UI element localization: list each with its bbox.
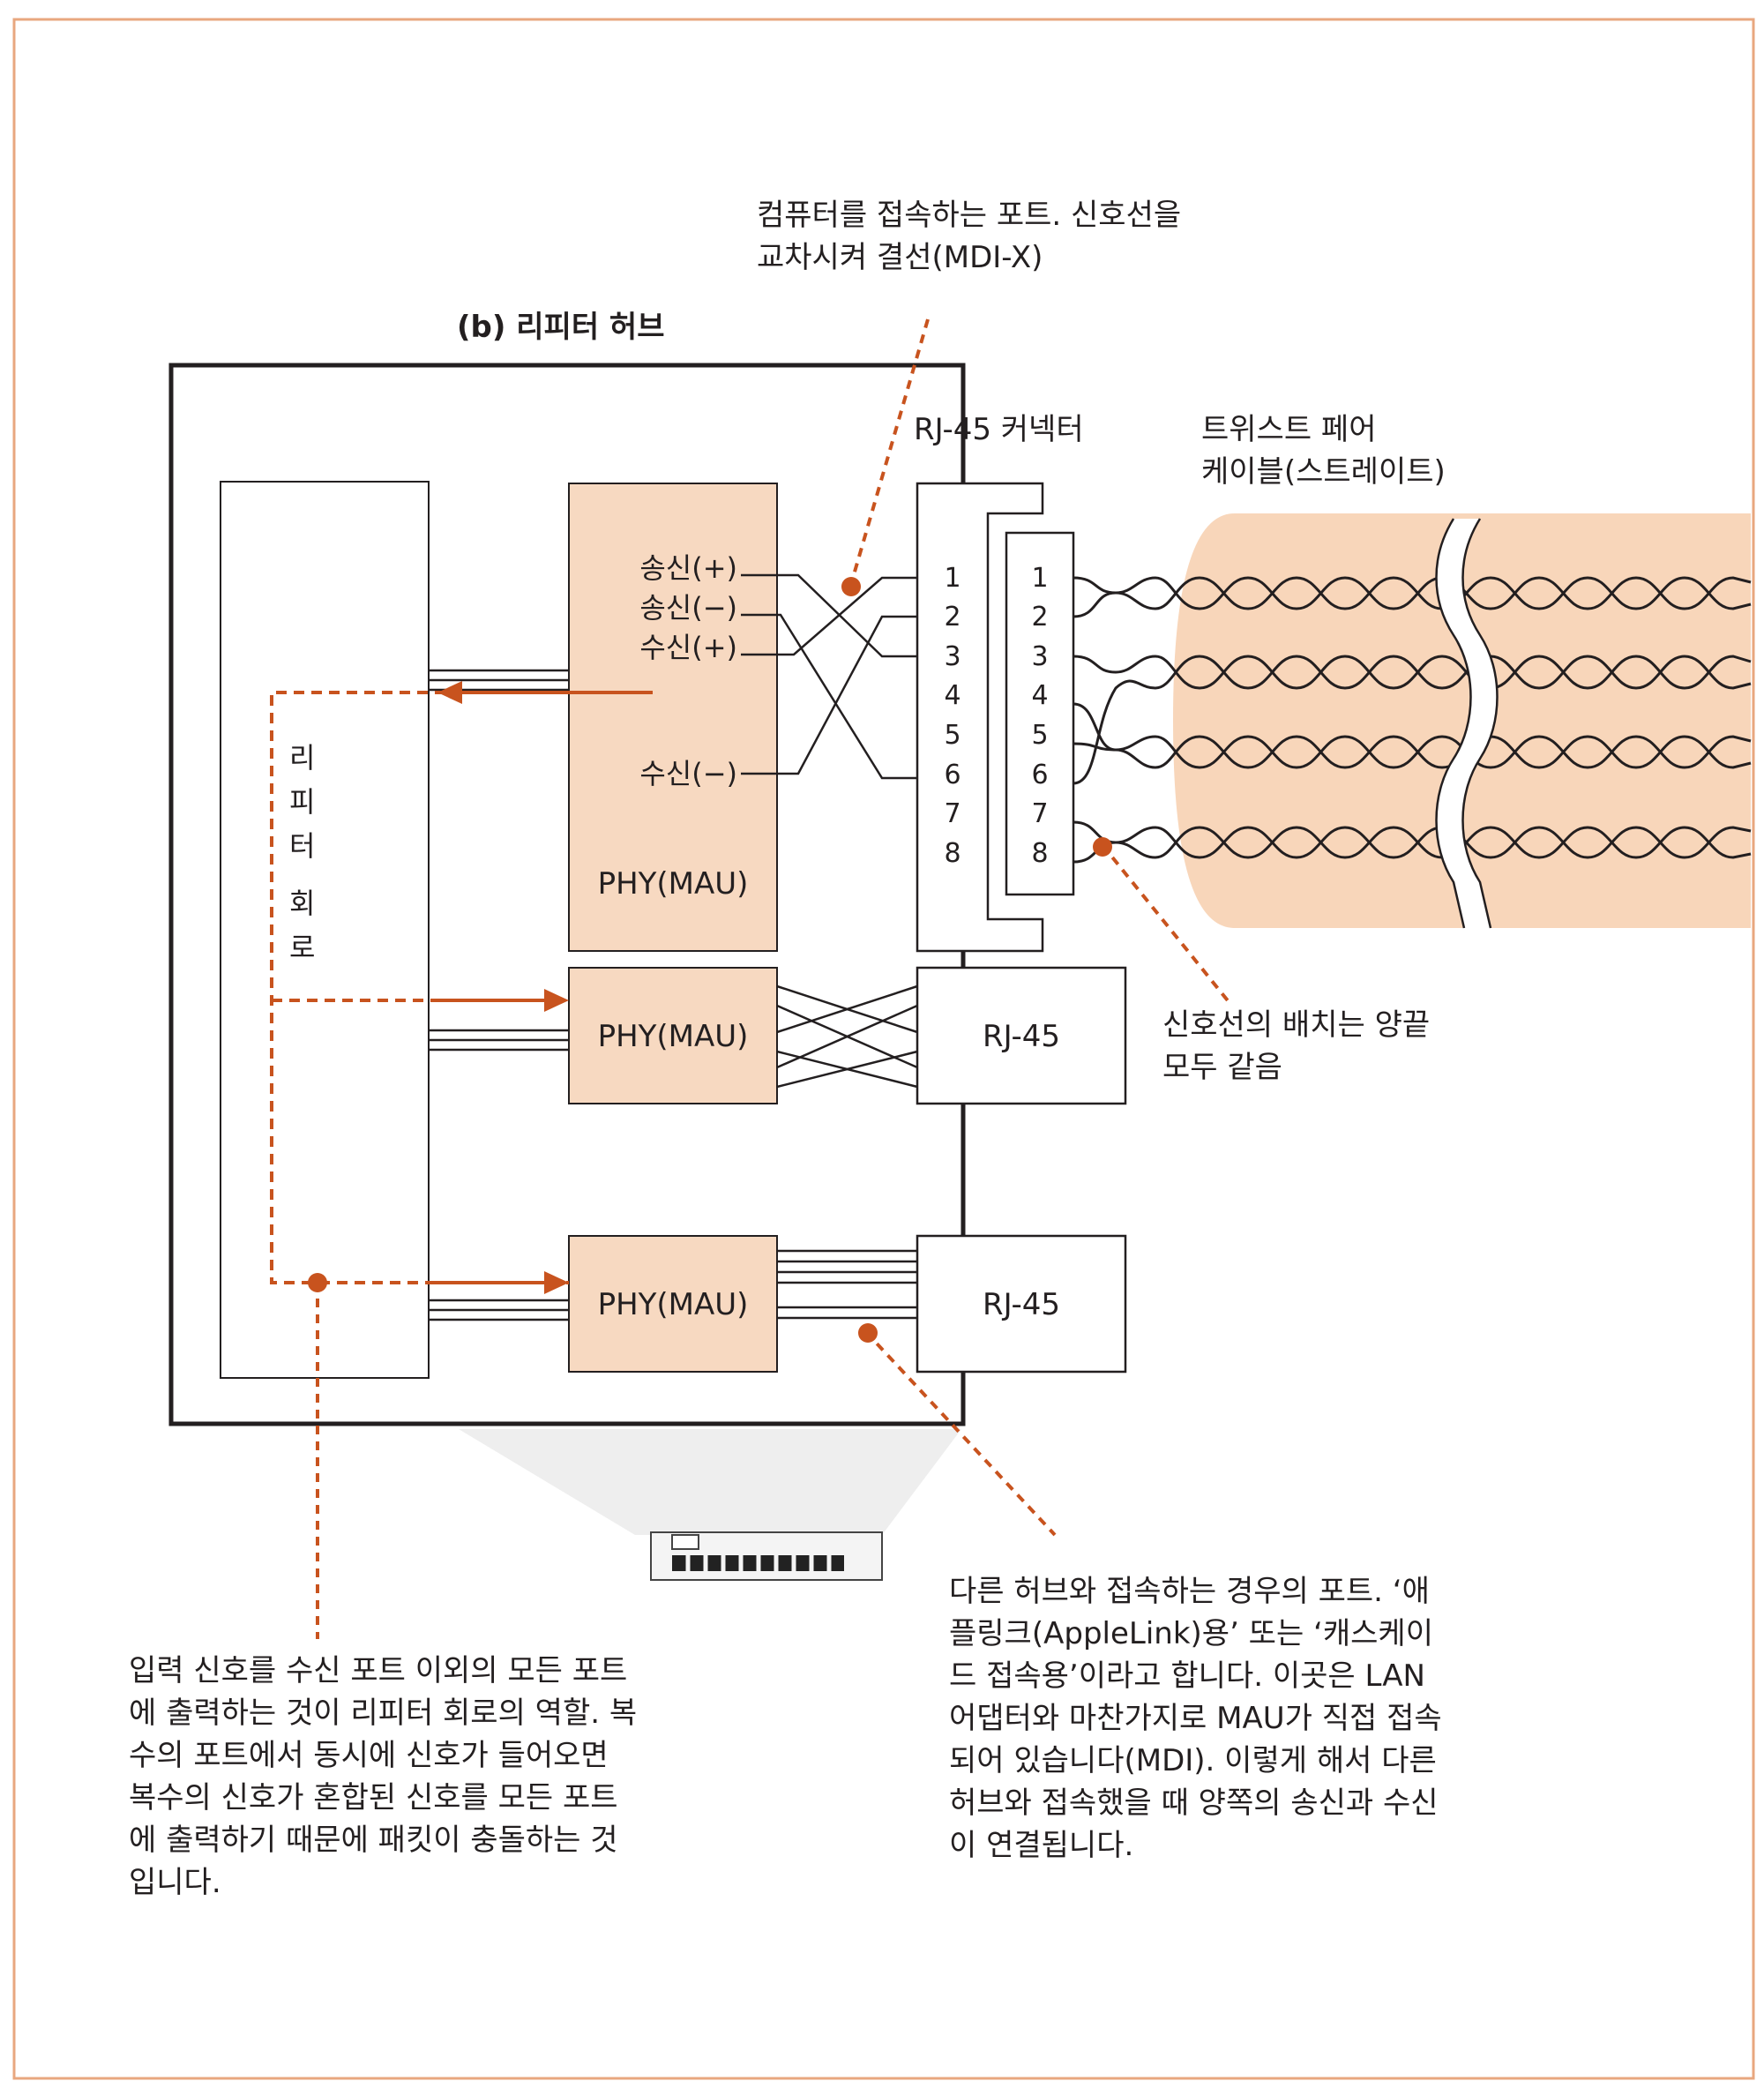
note-line: 어댑터와 마찬가지로 MAU가 직접 접속 — [949, 1701, 1442, 1736]
repeater-char: 피 — [289, 785, 315, 819]
arrow-right-icon — [544, 1271, 569, 1294]
note-line: 이 연결됩니다. — [949, 1828, 1134, 1863]
signal-rx-plus: 수신(+) — [639, 631, 737, 664]
repeater-char: 터 — [289, 829, 315, 863]
repeater-circuit-box — [220, 481, 430, 1379]
note-same-pinout: 신호선의 배치는 양끝 모두 같음 — [1162, 1004, 1430, 1089]
bottom-port-straight-wires — [777, 1249, 917, 1320]
callout-dot — [858, 1323, 878, 1343]
repeater-char: 로 — [289, 931, 315, 964]
cable-label-line1: 트위스트 페어 — [1201, 412, 1377, 447]
jack-pin: 6 — [944, 760, 960, 790]
callout-dot — [308, 1273, 327, 1292]
arrow-left-icon — [437, 681, 462, 704]
note-mdix: 컴퓨터를 접속하는 포트. 신호선을 교차시켜 결선(MDI-X) — [757, 194, 1181, 279]
rj45-label-middle: RJ-45 — [983, 1019, 1060, 1054]
rj45-jack-top — [916, 482, 1044, 953]
jack-pin: 1 — [944, 563, 960, 594]
hub-shadow — [459, 1429, 961, 1535]
note-line: 수의 포트에서 동시에 신호가 들어오면 — [129, 1738, 609, 1773]
phy-label-bottom: PHY(MAU) — [598, 1287, 749, 1322]
plug-pin: 2 — [1031, 602, 1048, 633]
note-line: 입력 신호를 수신 포트 이외의 모든 포트 — [129, 1653, 628, 1688]
cable-break-mark — [1436, 519, 1498, 928]
callout-dot — [841, 577, 861, 596]
middle-port-crossed-wires — [776, 984, 918, 1089]
note-line: 컴퓨터를 접속하는 포트. 신호선을 — [757, 198, 1182, 233]
note-line: 에 출력하는 것이 리피터 회로의 역할. 복 — [129, 1696, 638, 1731]
rj45-box-middle — [916, 966, 1127, 1105]
hub-device-icon — [650, 1531, 883, 1581]
rj45-connector-label: RJ-45 커넥터 — [914, 412, 1084, 447]
plug-pin: 6 — [1031, 760, 1048, 790]
note-line: 다른 허브와 접속하는 경우의 포트. ‘애 — [949, 1574, 1430, 1609]
repeater-circuit-label: 리 피 터 회 로 — [289, 741, 315, 964]
page-frame — [12, 18, 1755, 2080]
jack-pin: 4 — [944, 680, 960, 711]
mdix-crossover-wires — [741, 573, 935, 780]
phy-block-middle — [568, 967, 778, 1104]
phy-label-middle: PHY(MAU) — [598, 1019, 749, 1054]
plug-pin: 7 — [1031, 798, 1048, 829]
callout-dots — [308, 577, 1112, 1343]
note-line: 신호선의 배치는 양끝 — [1162, 1007, 1431, 1043]
rj45-label-bottom: RJ-45 — [983, 1287, 1060, 1322]
signal-tx-plus: 송신(+) — [639, 551, 737, 585]
repeater-char: 리 — [289, 741, 315, 775]
jack-pin: 7 — [944, 798, 960, 829]
plug-pin: 5 — [1031, 720, 1048, 751]
cable-label-line2: 케이블(스트레이트) — [1201, 454, 1446, 490]
repeater-char: 회 — [289, 887, 315, 920]
arrow-right-icon — [544, 989, 569, 1012]
note-line: 복수의 신호가 혼합된 신호를 모든 포트 — [129, 1780, 618, 1815]
jack-pin: 5 — [944, 720, 960, 751]
jack-pin: 3 — [944, 641, 960, 672]
note-line: 허브와 접속했을 때 양쪽의 송신과 수신 — [949, 1785, 1439, 1821]
flow-arrow-heads — [437, 681, 569, 1294]
note-line: 플링크(AppleLink)용’ 또는 ‘캐스케이 — [949, 1616, 1433, 1651]
jack-pin: 8 — [944, 838, 960, 869]
callout-dot — [1093, 837, 1112, 857]
plug-pin: 8 — [1031, 838, 1048, 869]
note-repeater: 입력 신호를 수신 포트 이외의 모든 포트 에 출력하는 것이 리피터 회로의… — [129, 1650, 637, 1904]
diagram-title: (b) 리피터 허브 — [457, 310, 665, 345]
signal-flow — [270, 691, 653, 1284]
note-line: 에 출력하기 때문에 패킷이 충돌하는 것 — [129, 1823, 618, 1858]
rj45-box-bottom — [916, 1234, 1127, 1374]
signal-tx-minus: 송신(−) — [639, 591, 737, 625]
jack-pin: 2 — [944, 602, 960, 633]
plug-pin: 4 — [1031, 680, 1048, 711]
signal-rx-minus: 수신(−) — [639, 757, 737, 790]
callout-leaders — [316, 318, 1232, 1639]
plug-pin: 1 — [1031, 563, 1048, 594]
note-line: 모두 같음 — [1162, 1050, 1282, 1085]
note-line: 교차시켜 결선(MDI-X) — [757, 240, 1043, 275]
phy-block-bottom — [568, 1235, 778, 1373]
note-line: 되어 있습니다(MDI). 이렇게 해서 다른 — [949, 1743, 1437, 1778]
rj45-plug — [1005, 531, 1075, 896]
note-mdi: 다른 허브와 접속하는 경우의 포트. ‘애 플링크(AppleLink)용’ … — [949, 1570, 1442, 1867]
note-line: 입니다. — [129, 1865, 221, 1900]
phy-block-top — [568, 483, 778, 952]
twisted-pair-cable — [1073, 513, 1752, 929]
twisted-pairs — [1073, 576, 1752, 864]
note-line: 드 접속용’이라고 합니다. 이곳은 LAN — [949, 1658, 1425, 1694]
plug-pin: 3 — [1031, 641, 1048, 672]
phy-label-top: PHY(MAU) — [598, 866, 749, 902]
